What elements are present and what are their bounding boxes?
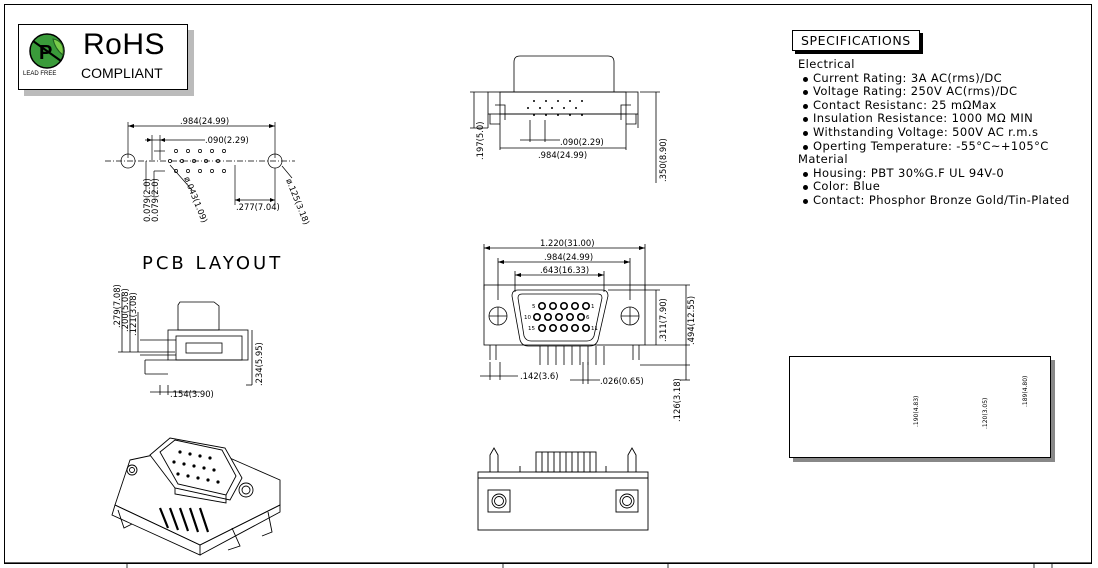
pcb-dim-pin-hole: ø.043(1.09) <box>182 175 210 224</box>
hardware-dims: .190(4.83) .120(3.05) .189(4.80) <box>913 376 1029 429</box>
spec-item: Current Rating: 3A AC(rms)/DC <box>802 71 1070 86</box>
pin-label-10: 10 <box>524 315 531 321</box>
lead-free-logo-icon: P <box>29 33 65 69</box>
top-view-drawing <box>470 55 660 183</box>
pin-label-11: 11 <box>591 326 598 332</box>
pcb-dim-overall: .984(24.99) <box>180 116 229 126</box>
front-dim-shell: .643(16.33) <box>540 265 589 275</box>
isometric-view-drawing <box>111 437 281 556</box>
top-dim-depth: .350(8.90) <box>658 138 668 182</box>
top-dim-overall: .984(24.99) <box>538 150 587 160</box>
pcb-layout-title: PCB LAYOUT <box>142 253 284 274</box>
pcb-dim-row-a: 0.079(2.0) <box>142 178 152 222</box>
spec-item: Operting Temperature: -55°C~+105°C <box>802 139 1070 154</box>
spec-item: Color: Blue <box>802 180 1070 194</box>
lead-free-label: LEAD FREE <box>23 71 57 77</box>
side-view-drawing <box>118 294 253 395</box>
top-view-pin-dots <box>527 100 583 116</box>
top-dim-pitch: .090(2.29) <box>560 137 604 147</box>
spec-item: Contact: Phosphor Bronze Gold/Tin-Plated <box>802 193 1070 208</box>
pcb-layout-drawing <box>105 122 295 205</box>
front-view-drawing <box>480 244 690 384</box>
isometric-pin-dots <box>172 450 220 484</box>
pcb-dim-offset: .277(7.04) <box>236 202 280 212</box>
front-dim-flange: 1.220(31.00) <box>540 238 595 248</box>
front-dim-hole-span: .984(24.99) <box>544 252 593 262</box>
hardware-dim-a: .190(4.83) <box>913 396 920 427</box>
front-dim-shell-height: .311(7.90) <box>658 298 668 342</box>
pcb-dim-mount-hole: ø.125(3.18) <box>284 177 312 226</box>
spec-item: Insulation Resistance: 1000 MΩ MIN <box>802 112 1070 126</box>
pin-label-15: 15 <box>528 326 535 332</box>
hardware-dim-c: .189(4.80) <box>1022 376 1029 407</box>
pcb-dim-row-b: 0.079(2.0) <box>150 178 160 222</box>
side-dim-h1: .279(7.08) <box>112 284 122 328</box>
spec-item: Withstanding Voltage: 500V AC r.m.s <box>802 125 1070 140</box>
side-dim-depth: .154(3.90) <box>170 389 214 399</box>
rohs-badge: P LEAD FREE RoHS COMPLIANT <box>18 24 188 90</box>
side-dim-h2: .200(5.08) <box>120 288 130 332</box>
specifications-block: Electrical Current Rating: 3A AC(rms)/DC… <box>798 57 1070 208</box>
spec-item: Housing: PBT 30%G.F UL 94V-0 <box>802 166 1070 181</box>
front-dim-tail: .126(3.18) <box>672 378 682 422</box>
pin-label-5: 5 <box>532 304 536 310</box>
rohs-subtitle: COMPLIANT <box>81 65 163 81</box>
specifications-title: SPECIFICATIONS <box>792 30 920 51</box>
pin-label-1: 1 <box>591 304 595 310</box>
pcb-dim-pitch: .090(2.29) <box>205 135 249 145</box>
top-dim-height: .197(5.0) <box>475 121 485 160</box>
spec-item: Contact Resistanc: 25 mΩMax <box>802 98 1070 113</box>
material-list: Housing: PBT 30%G.F UL 94V-0 Color: Blue… <box>798 166 1070 208</box>
front-dim-flange-height: .494(12.55) <box>686 296 696 345</box>
rohs-title: RoHS <box>83 28 166 61</box>
bottom-view-drawing <box>477 447 649 531</box>
side-dim-h4: .234(5.95) <box>254 342 264 386</box>
side-dim-h3: .121(3.08) <box>128 292 138 336</box>
material-heading: Material <box>798 152 848 167</box>
hardware-dim-b: .120(3.05) <box>982 398 989 429</box>
front-dim-offset: .142(3.6) <box>520 371 559 381</box>
hardware-box: .190(4.83) .120(3.05) .189(4.80) <box>789 356 1051 458</box>
front-dim-pin: .026(0.65) <box>600 376 644 386</box>
spec-item: Voltage Rating: 250V AC(rms)/DC <box>802 85 1070 99</box>
front-view-pins <box>532 301 590 332</box>
electrical-heading: Electrical <box>798 57 855 71</box>
pin-label-6: 6 <box>586 315 590 321</box>
electrical-list: Current Rating: 3A AC(rms)/DC Voltage Ra… <box>798 71 1070 154</box>
